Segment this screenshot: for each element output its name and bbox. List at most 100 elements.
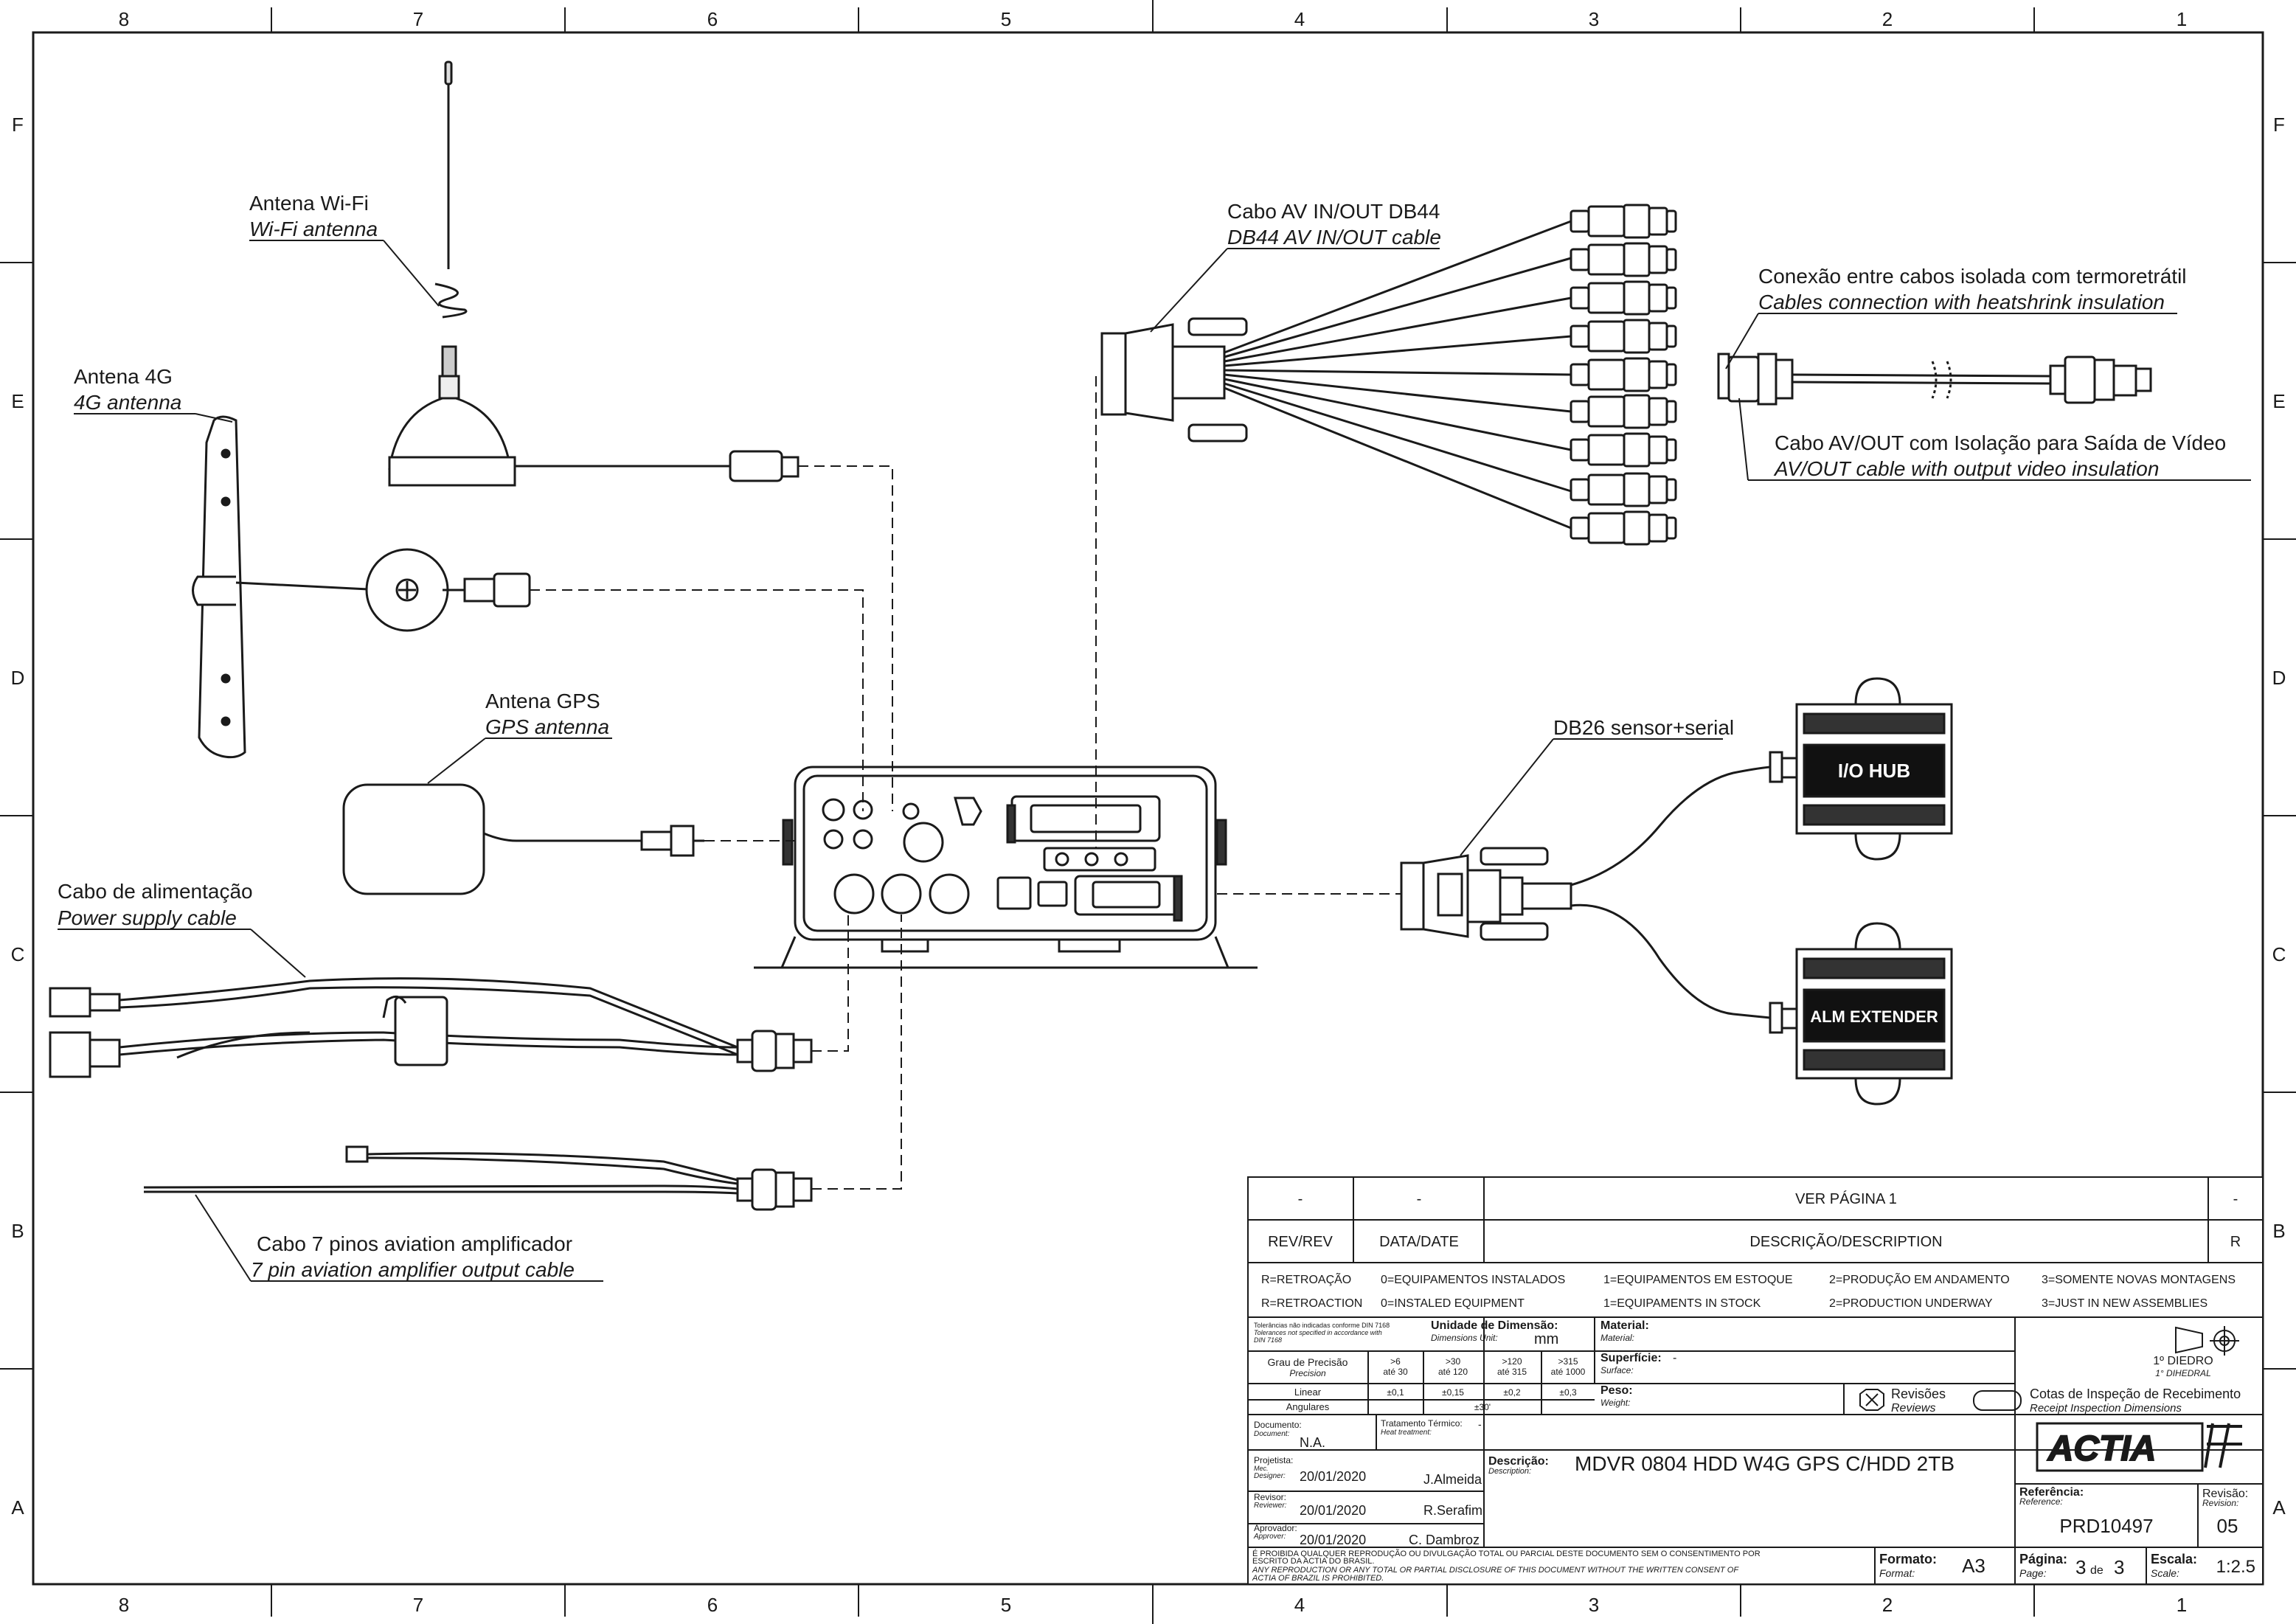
- grid-row-label: A: [2272, 1496, 2286, 1519]
- reviews-label-en: Reviews: [1891, 1402, 1935, 1415]
- approver-label: Aprovador:: [1254, 1523, 1297, 1533]
- header-desc: DESCRIÇÃO/DESCRIPTION: [1749, 1232, 1942, 1250]
- grid-row-label: F: [12, 114, 24, 136]
- grid-row-label: C: [2272, 943, 2286, 965]
- scale-label-en: Scale:: [2151, 1567, 2179, 1579]
- precision-range: >315: [1558, 1356, 1578, 1367]
- av-cable-label-pt: Cabo AV IN/OUT DB44: [1227, 200, 1440, 223]
- aviation-amplifier-cable: [143, 1145, 813, 1211]
- page-label: Página:: [2019, 1552, 2067, 1566]
- designer-label-mec: Mec.: [1254, 1465, 1269, 1472]
- io-hub: [1795, 677, 1953, 861]
- tolerance-note-2: Tolerances not specified in accordance w…: [1254, 1329, 1382, 1336]
- weight-label: Peso:: [1600, 1384, 1633, 1397]
- precision-range: >120: [1502, 1356, 1522, 1367]
- reference-label: Referência:: [2019, 1486, 2084, 1499]
- legal-line-2: ESCRITO DA ACTIA DO BRASIL.: [1252, 1557, 1374, 1566]
- status-code-pt: R=RETROAÇÃO: [1261, 1271, 1351, 1286]
- aviation-label-pt: Cabo 7 pinos aviation amplificador: [257, 1232, 572, 1255]
- revision-label-en: Revision:: [2202, 1498, 2238, 1508]
- designer-label: Projetista:: [1254, 1455, 1293, 1465]
- page-number: 3: [2075, 1556, 2086, 1578]
- alm-extender: [1795, 922, 1953, 1106]
- document-label: Documento:: [1254, 1420, 1302, 1430]
- grid-col-label: 2: [1882, 8, 1893, 30]
- status-code-en: R=RETROACTION: [1261, 1297, 1362, 1310]
- precision-range-upper: até 30: [1383, 1367, 1408, 1377]
- rca-connector: [1570, 472, 1677, 507]
- angular-label: Angulares: [1286, 1401, 1330, 1412]
- format-label: Formato:: [1879, 1552, 1937, 1566]
- grid-row-label: A: [11, 1496, 24, 1519]
- rca-connectors: [1570, 204, 1677, 546]
- reviewer-label: Revisor:: [1254, 1492, 1286, 1502]
- status-code-pt: 1=EQUIPAMENTOS EM ESTOQUE: [1603, 1274, 1793, 1286]
- status-code-en: 0=INSTALED EQUIPMENT: [1381, 1297, 1525, 1310]
- rca-connector: [1570, 280, 1677, 316]
- io-hub-label: I/O HUB: [1838, 760, 1910, 782]
- angular-value: ±30': [1474, 1402, 1491, 1412]
- wifi-label-en: Wi-Fi antenna: [249, 218, 378, 240]
- grid-col-label: 8: [119, 1594, 129, 1616]
- header-date: DATA/DATE: [1379, 1234, 1459, 1250]
- rca-connector: [1570, 394, 1677, 429]
- inspection-label: Cotas de Inspeção de Recebimento: [2030, 1387, 2241, 1401]
- grid-row-label: D: [2272, 667, 2286, 689]
- row-ticks: [0, 262, 2296, 1370]
- av-cable-label-en: DB44 AV IN/OUT cable: [1227, 226, 1441, 249]
- grid-col-label: 3: [1589, 8, 1599, 30]
- title-block: [1247, 1176, 2264, 1585]
- document-label-en: Document:: [1254, 1430, 1290, 1438]
- gps-label-pt: Antena GPS: [485, 690, 600, 712]
- reference-label-en: Reference:: [2019, 1496, 2063, 1507]
- header-flag: R: [2230, 1234, 2241, 1250]
- rca-connector: [1570, 432, 1677, 468]
- grid-col-label: 3: [1589, 1594, 1599, 1616]
- reviews-label: Revisões: [1891, 1387, 1946, 1401]
- gps-antenna: [342, 783, 704, 895]
- reference-value: PRD10497: [2059, 1515, 2153, 1537]
- alm-extender-label: ALM EXTENDER: [1810, 1007, 1938, 1026]
- inspection-label-en: Receipt Inspection Dimensions: [2030, 1402, 2182, 1415]
- av-out-label-pt: Cabo AV/OUT com Isolação para Saída de V…: [1775, 431, 2226, 454]
- format-label-en: Format:: [1879, 1567, 1915, 1579]
- grid-row-label: D: [11, 667, 25, 689]
- lte-antenna: [192, 415, 531, 759]
- legal-line-3: ANY REPRODUCTION OR ANY TOTAL OR PARTIAL…: [1252, 1566, 1739, 1575]
- grid-col-label: 1: [2177, 8, 2187, 30]
- grid-row-label: F: [2273, 114, 2285, 136]
- linear-tolerance: ±0,2: [1503, 1387, 1521, 1398]
- heat-label-en: Heat treatment:: [1381, 1429, 1432, 1437]
- reviewer-name: R.Serafim: [1423, 1503, 1482, 1518]
- tolerance-note-1: Tolerâncias não indicadas conforme DIN 7…: [1254, 1322, 1390, 1329]
- grid-col-label: 7: [413, 1594, 423, 1616]
- grid-col-label: 7: [413, 8, 423, 30]
- description-label-en: Description:: [1488, 1467, 1531, 1476]
- av-out-label-en: AV/OUT cable with output video insulatio…: [1773, 457, 2159, 480]
- wifi-label: Antena Wi-Fi Wi-Fi antenna: [249, 192, 440, 307]
- revision-label: Revisão:: [2202, 1488, 2248, 1500]
- db26-label-text: DB26 sensor+serial: [1553, 716, 1734, 739]
- revision-value: 05: [2217, 1515, 2238, 1537]
- designer-label-en: Designer:: [1254, 1472, 1286, 1480]
- grid-col-label: 8: [119, 8, 129, 30]
- power-label: Cabo de alimentação Power supply cable: [58, 880, 306, 978]
- grid-col-label: 2: [1882, 1594, 1893, 1616]
- rev-row-rev: -: [1298, 1191, 1303, 1207]
- rev-row-flag: -: [2233, 1191, 2238, 1207]
- connection-label-en: Cables connection with heatshrink insula…: [1758, 291, 2165, 313]
- status-codes: R=RETROAÇÃO R=RETROACTION 0=EQUIPAMENTOS I…: [1261, 1271, 2236, 1310]
- grid-row-label: C: [11, 943, 25, 965]
- linear-tolerance: ±0,15: [1442, 1387, 1464, 1398]
- tolerance-note-3: DIN 7168: [1254, 1336, 1282, 1344]
- status-code-pt: 0=EQUIPAMENTOS INSTALADOS: [1381, 1274, 1565, 1286]
- power-supply-cable: [49, 977, 813, 1078]
- approver-name: C. Dambroz: [1409, 1533, 1480, 1547]
- grid-col-label: 6: [707, 8, 718, 30]
- rca-connector: [1570, 357, 1677, 392]
- grid-col-label: 5: [1001, 1594, 1011, 1616]
- page-of: de: [2090, 1564, 2103, 1577]
- db26-cable: [1400, 751, 1800, 1034]
